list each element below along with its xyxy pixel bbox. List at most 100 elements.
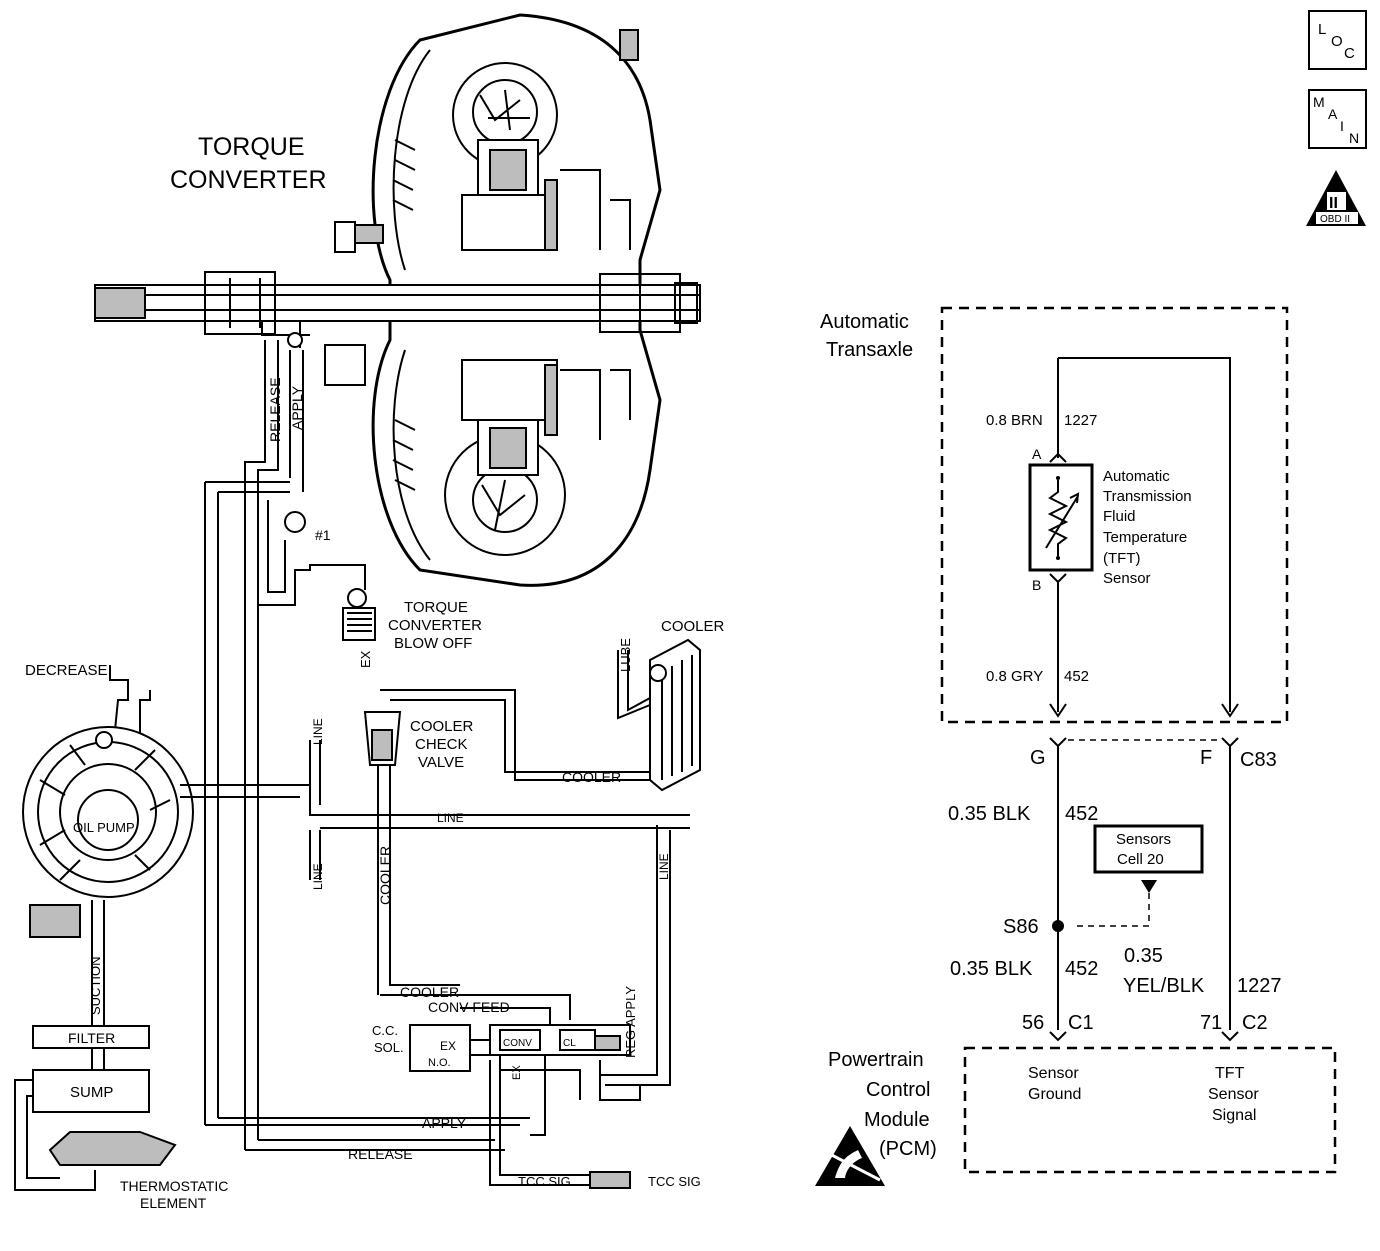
left-wire-upper-gauge: 0.35 BLK (948, 803, 1031, 825)
tcc-sig-label: TCC SIG (518, 1174, 571, 1189)
svg-text:COOLER: COOLER (562, 769, 621, 785)
svg-text:N: N (1349, 130, 1359, 146)
svg-text:Sensor: Sensor (1103, 570, 1151, 587)
reg-apply-label: REG APPLY (623, 986, 638, 1058)
cooler-unit (617, 638, 701, 792)
svg-text:Temperature: Temperature (1103, 529, 1187, 546)
svg-text:Transaxle: Transaxle (826, 339, 913, 361)
svg-text:OBD II: OBD II (1320, 214, 1350, 225)
blow-off-label: TORQUE (404, 599, 468, 616)
cooler-check-valve-label: COOLER (410, 718, 474, 735)
suction-label: SUCTION (88, 957, 103, 1016)
connector-c83 (1049, 737, 1239, 748)
left-wire-lower-gauge: 0.35 BLK (950, 958, 1033, 980)
svg-text:CL: CL (563, 1038, 576, 1049)
sump-box (32, 1069, 150, 1113)
splice-label: S86 (1003, 916, 1039, 938)
splice-s86 (1052, 920, 1064, 932)
svg-text:SUMP: SUMP (70, 1084, 113, 1101)
svg-text:L: L (1318, 21, 1326, 38)
svg-text:LINE: LINE (311, 863, 325, 890)
connector-f: F (1200, 747, 1212, 769)
loc-icon[interactable]: L O C (1308, 10, 1367, 70)
right-wire-gauge: 0.35 (1124, 945, 1163, 967)
release-bottom-label: RELEASE (348, 1146, 413, 1162)
right-wire-circuit: 1227 (1237, 975, 1282, 997)
hydraulic-passages: RELEASE APPLY #1 EX TORQUE CONVERTER BLO… (14, 340, 725, 1211)
apply-label: APPLY (289, 385, 305, 430)
svg-text:VALVE: VALVE (418, 754, 464, 771)
transaxle-label: Automatic (820, 311, 909, 333)
tcc-valve-body (205, 994, 641, 1189)
svg-text:ELEMENT: ELEMENT (140, 1195, 207, 1211)
blow-off-valve (342, 588, 376, 641)
cooler-label: COOLER (661, 618, 725, 635)
svg-text:SOL.: SOL. (374, 1040, 404, 1055)
top-wire-gauge: 0.8 BRN (986, 412, 1043, 429)
svg-text:EX: EX (358, 650, 373, 668)
release-label: RELEASE (267, 377, 283, 442)
svg-text:Module: Module (864, 1109, 930, 1131)
pcm-label: Powertrain (828, 1049, 924, 1071)
svg-text:A: A (1328, 106, 1338, 122)
tft-signal-label: TFT (1215, 1065, 1245, 1082)
svg-text:C: C (1344, 45, 1355, 62)
pcm-box (963, 1046, 1337, 1174)
svg-text:BLOW OFF: BLOW OFF (394, 635, 472, 652)
oil-pump-label: OIL PUMP (73, 820, 135, 835)
svg-text:CONVERTER: CONVERTER (170, 166, 327, 194)
apply-bottom-label: APPLY (422, 1115, 467, 1131)
svg-text:LINE: LINE (657, 853, 671, 880)
esd-warning-icon (815, 1126, 885, 1186)
left-wire-upper-circuit: 452 (1065, 803, 1098, 825)
svg-text:FILTER: FILTER (68, 1030, 115, 1046)
main-icon[interactable]: M A I N (1308, 89, 1367, 149)
svg-text:Cell 20: Cell 20 (1117, 851, 1164, 868)
svg-text:Fluid: Fluid (1103, 508, 1136, 525)
conn-c2: C2 (1242, 1012, 1268, 1034)
cell-ref-box[interactable] (1093, 824, 1204, 874)
svg-text:Control: Control (866, 1079, 930, 1101)
bottom-wire-circuit: 452 (1064, 668, 1089, 685)
svg-text:COOLER: COOLER (377, 846, 393, 905)
left-wire-lower-circuit: 452 (1065, 958, 1098, 980)
cc-sol-label: C.C. (372, 1023, 398, 1038)
svg-text:CHECK: CHECK (415, 736, 468, 753)
svg-text:(TFT): (TFT) (1103, 550, 1140, 567)
pin-a: A (1032, 446, 1042, 462)
oil-pump (22, 665, 205, 938)
transaxle-box (940, 306, 1289, 724)
obd-ii-icon[interactable]: II OBD II (1306, 170, 1366, 226)
connector-c83-label: C83 (1240, 749, 1277, 771)
svg-text:(PCM): (PCM) (879, 1138, 937, 1160)
decrease-label: DECREASE (25, 662, 108, 679)
svg-text:CONV: CONV (503, 1038, 532, 1049)
svg-text:II: II (1329, 195, 1338, 212)
svg-text:LINE: LINE (311, 718, 325, 745)
sensor-ground-label: Sensor (1028, 1065, 1079, 1082)
svg-text:Ground: Ground (1028, 1086, 1081, 1103)
torque-converter-title: TORQUE (198, 133, 305, 161)
cooler-check-valve (363, 689, 658, 995)
conv-feed-label: CONV FEED (428, 999, 510, 1015)
checkball-label: #1 (315, 527, 331, 543)
svg-text:EX: EX (440, 1039, 456, 1053)
svg-text:N.O.: N.O. (428, 1057, 451, 1069)
svg-text:I: I (1340, 118, 1344, 134)
svg-text:M: M (1313, 94, 1325, 110)
lube-label: LUBE (618, 638, 633, 672)
electrical-schematic: Automatic Transaxle 0.8 BRN 1227 A Autom… (815, 306, 1337, 1186)
pin-b: B (1032, 577, 1041, 593)
thermostatic-label: THERMOSTATIC (120, 1178, 228, 1194)
svg-text:O: O (1331, 33, 1343, 50)
svg-text:EX: EX (511, 1065, 523, 1080)
svg-text:Transmission: Transmission (1103, 488, 1192, 505)
svg-text:Sensor: Sensor (1208, 1086, 1259, 1103)
svg-text:YEL/BLK: YEL/BLK (1123, 975, 1205, 997)
connector-g: G (1030, 747, 1046, 769)
svg-text:Sensors: Sensors (1116, 831, 1171, 848)
top-wire-circuit: 1227 (1064, 412, 1097, 429)
torque-converter: TORQUE CONVERTER (94, 13, 701, 587)
